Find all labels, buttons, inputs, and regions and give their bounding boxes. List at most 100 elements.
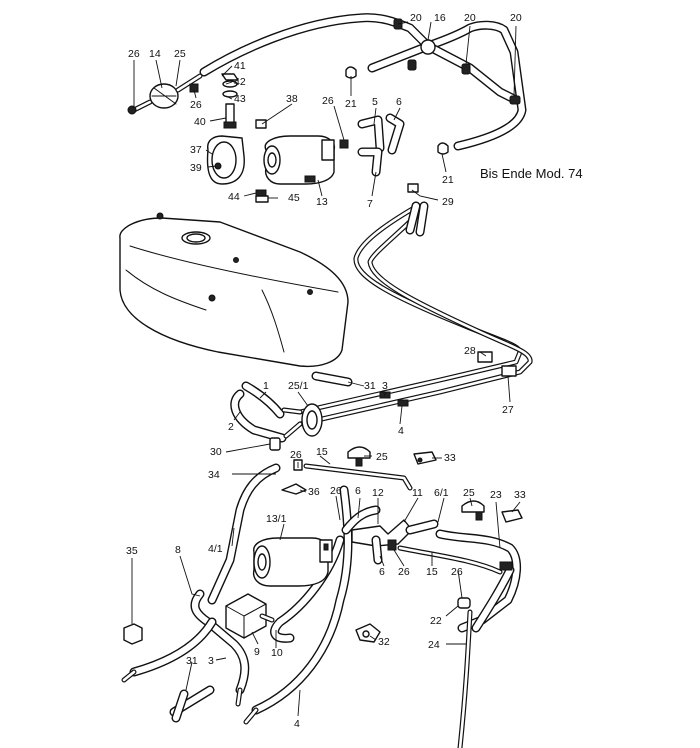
clamp-26f: [387, 539, 397, 551]
fuel-filter-14: [127, 73, 203, 115]
plug-21b: [437, 142, 449, 155]
lower-right-assembly: [341, 505, 521, 748]
label-22: 22: [430, 615, 442, 627]
label-32: 32: [378, 636, 390, 648]
label-31: 31: [364, 380, 376, 392]
plug-35: [123, 623, 143, 645]
mounting-bracket-37: [211, 141, 237, 179]
label-13: 13: [316, 196, 328, 208]
label-16: 16: [434, 12, 446, 24]
pipe-connector-28: [477, 351, 493, 363]
label-1: 1: [263, 380, 269, 392]
t-connector-16: [420, 39, 436, 55]
fuel-pump-13: [206, 119, 336, 203]
label-6: 6: [396, 96, 402, 108]
label-42: 42: [234, 76, 246, 88]
label-34: 34: [208, 469, 220, 481]
label-43: 43: [234, 93, 246, 105]
label-33: 33: [444, 452, 456, 464]
label-5: 5: [372, 96, 378, 108]
screw-38: [255, 119, 267, 129]
label-28: 28: [464, 345, 476, 357]
banjo-bolt-40: [225, 103, 235, 125]
label-6-1: 6/1: [434, 487, 449, 499]
label-9: 9: [254, 646, 260, 658]
label-6: 6: [379, 566, 385, 578]
label-26: 26: [190, 99, 202, 111]
label-31: 31: [186, 655, 198, 667]
clamp-26g: [457, 597, 471, 609]
label-36: 36: [308, 486, 320, 498]
grommet-25c: [461, 500, 485, 513]
label-20: 20: [510, 12, 522, 24]
label-20: 20: [410, 12, 422, 24]
label-25: 25: [174, 48, 186, 60]
hose-clamp-20c: [509, 95, 521, 105]
clamp-26a: [127, 105, 137, 115]
vent-hose-assembly: [199, 13, 527, 155]
label-4-1: 4/1: [208, 543, 223, 555]
label-25: 25: [376, 451, 388, 463]
label-11: 11: [412, 487, 423, 499]
fuel-lines: [297, 201, 533, 427]
label-23: 23: [490, 489, 502, 501]
clamp-26c: [339, 139, 349, 149]
label-3: 3: [382, 380, 388, 392]
label-39: 39: [190, 162, 202, 174]
label-26: 26: [290, 449, 302, 461]
label-26: 26: [128, 48, 140, 60]
label-37: 37: [190, 144, 202, 156]
label-35: 35: [126, 545, 138, 557]
label-27: 27: [502, 404, 514, 416]
model-note: Bis Ende Mod. 74: [480, 166, 583, 181]
label-26: 26: [330, 485, 342, 497]
label-38: 38: [286, 93, 298, 105]
label-10: 10: [271, 647, 283, 659]
clamp-29: [407, 183, 419, 193]
label-26: 26: [451, 566, 463, 578]
label-21: 21: [442, 174, 454, 186]
fuel-filter-9: [225, 593, 275, 639]
grommet-and-short-hoses: [230, 381, 323, 443]
grommet-25b: [347, 446, 371, 459]
label-6: 6: [355, 485, 361, 497]
label-13-1: 13/1: [266, 513, 287, 525]
label-45: 45: [288, 192, 300, 204]
label-7: 7: [367, 198, 373, 210]
pipe-31b: [171, 689, 189, 723]
label-33: 33: [514, 489, 526, 501]
label-3: 3: [208, 655, 214, 667]
label-14: 14: [149, 48, 161, 60]
label-26: 26: [322, 95, 334, 107]
part-number-labels: 26 14 25 26 41 42 43 40 38 37 39 44 45 1…: [126, 12, 583, 730]
junction-12-11: [351, 519, 413, 547]
fuel-pump-13-1: [252, 537, 333, 587]
label-2: 2: [228, 421, 234, 433]
label-21: 21: [345, 98, 357, 110]
plug-21a: [345, 66, 357, 79]
hose-clamp-20b: [461, 63, 471, 75]
label-41: 41: [234, 60, 246, 72]
label-15: 15: [426, 566, 438, 578]
label-8: 8: [175, 544, 181, 556]
pipe-connector-27: [501, 365, 517, 377]
label-30: 30: [210, 446, 222, 458]
grommet-36: [281, 483, 307, 495]
label-12: 12: [372, 487, 384, 499]
fuel-tank: [119, 212, 349, 368]
label-25: 25: [463, 487, 475, 499]
label-15: 15: [316, 446, 328, 458]
label-40: 40: [194, 116, 206, 128]
label-29: 29: [442, 196, 454, 208]
lower-hoses: [121, 463, 413, 725]
label-20: 20: [464, 12, 476, 24]
label-4: 4: [398, 425, 404, 437]
clamp-26b: [189, 83, 199, 93]
label-26: 26: [398, 566, 410, 578]
label-25-1: 25/1: [288, 380, 309, 392]
elbow-hoses-5-6-7: [339, 113, 419, 193]
connector-stack-41-43: [221, 73, 239, 129]
leader-lines: [131, 21, 521, 717]
